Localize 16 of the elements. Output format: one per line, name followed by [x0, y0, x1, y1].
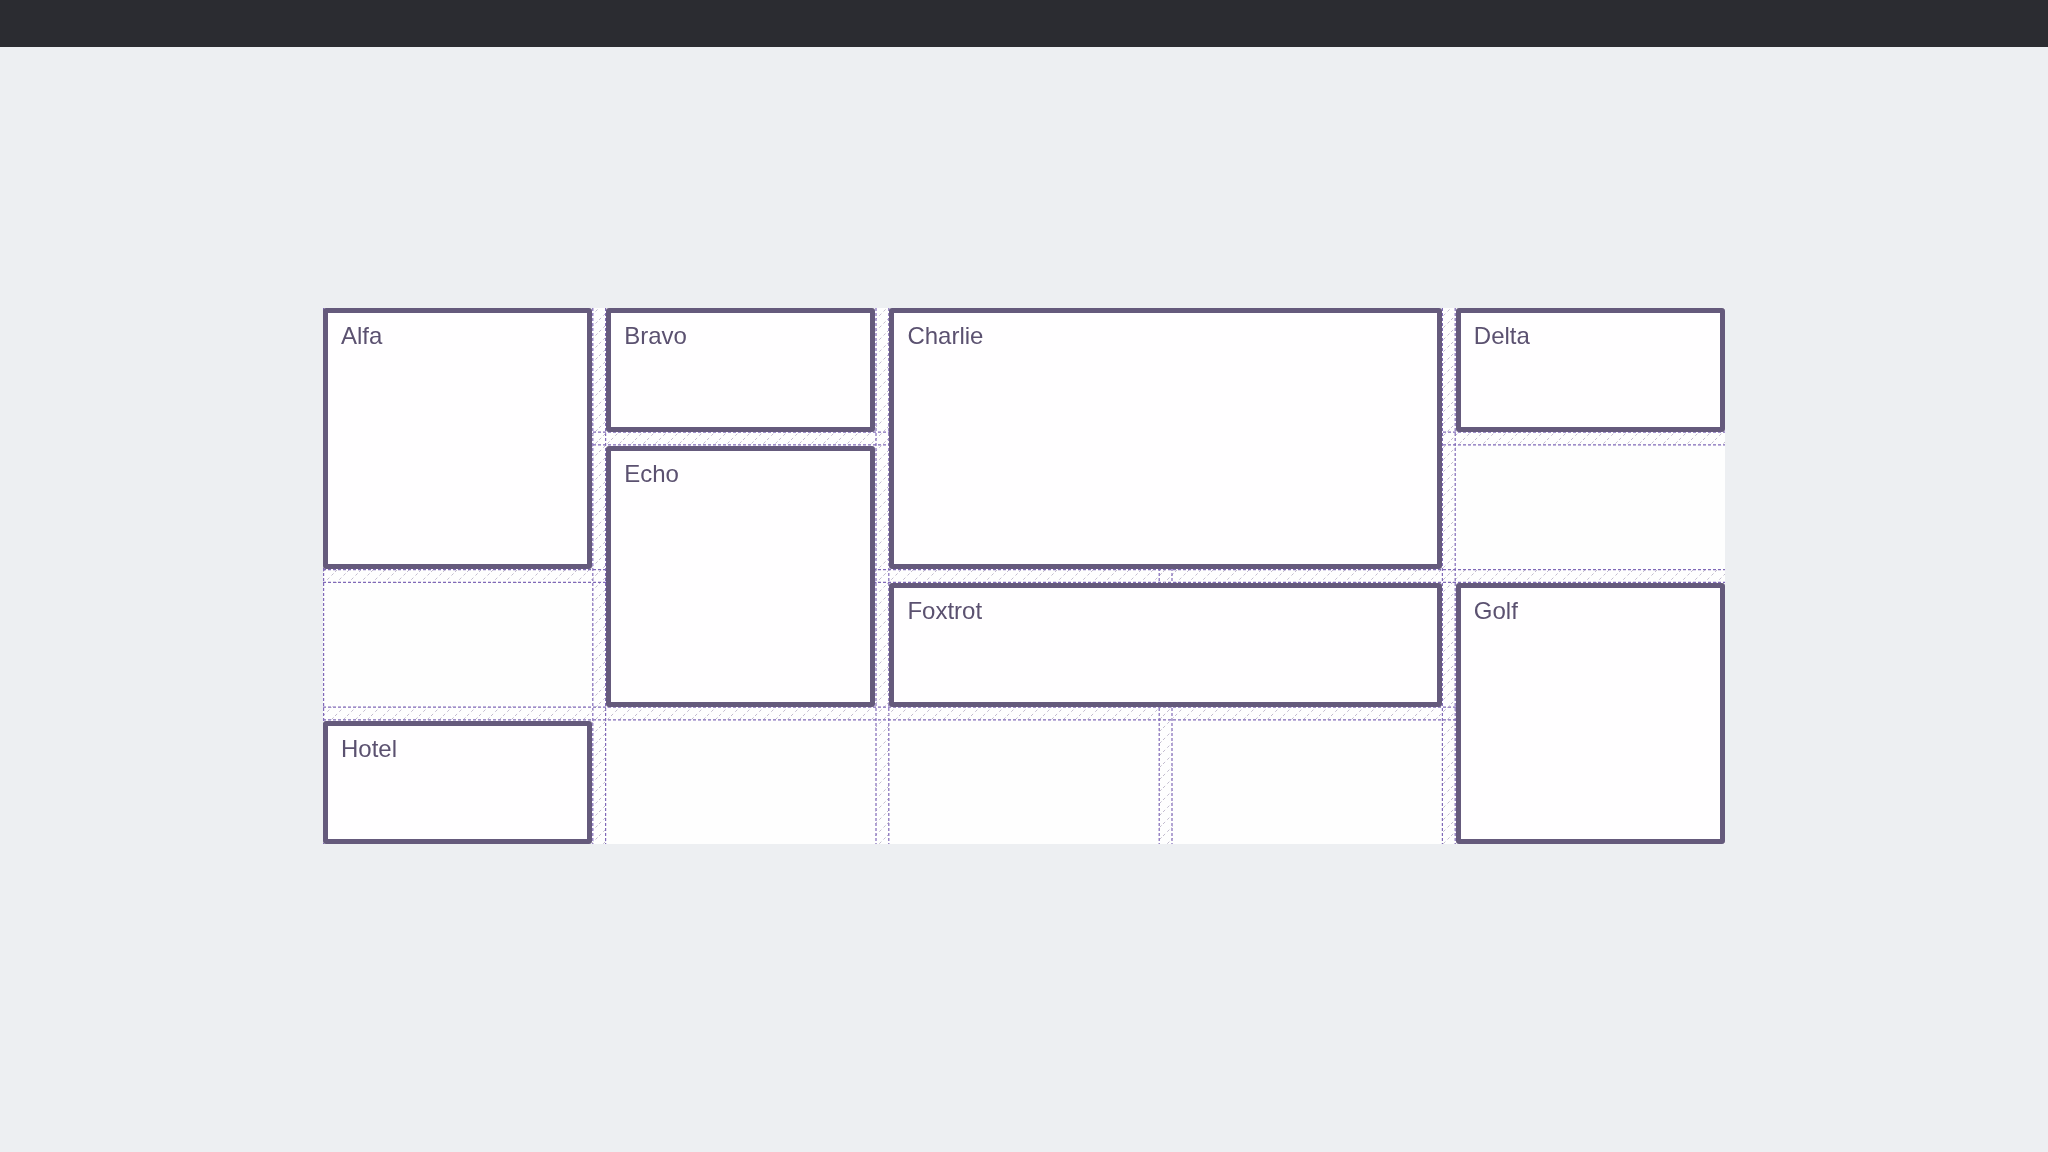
item-label: Delta — [1473, 322, 1530, 350]
item-label: Bravo — [624, 322, 687, 350]
item-label: Hotel — [341, 734, 398, 763]
item-label: Charlie — [907, 322, 984, 350]
grid-item — [323, 720, 593, 844]
grid-item — [889, 583, 1442, 707]
item-label: Echo — [624, 459, 679, 488]
grid-item — [1455, 308, 1725, 432]
grid-item — [606, 308, 876, 432]
grid-item — [1455, 583, 1725, 844]
grid-item — [889, 308, 1442, 569]
grid-item — [323, 308, 593, 569]
item-label: Alfa — [341, 322, 383, 350]
item-label: Golf — [1473, 597, 1518, 625]
grid-item — [606, 445, 876, 707]
item-label: Foxtrot — [907, 597, 983, 625]
